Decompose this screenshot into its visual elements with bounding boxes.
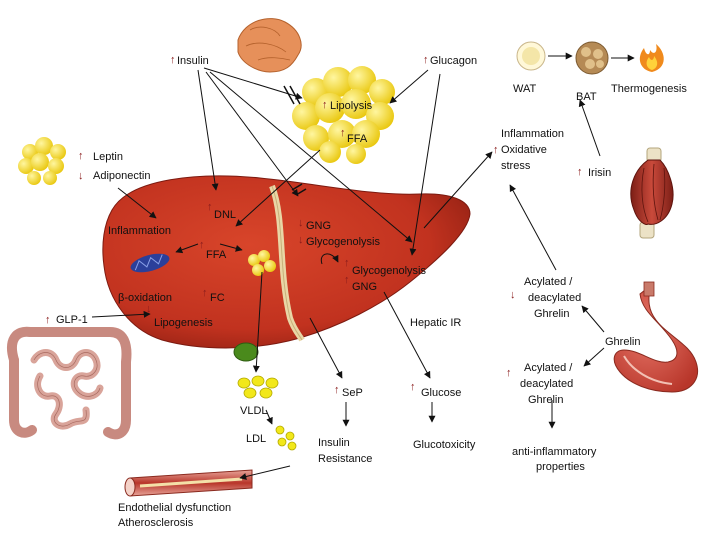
beta-oxidation-label: β-oxidation (118, 292, 172, 304)
adipose-cluster-icon (18, 137, 66, 185)
insulin-label: Insulin (177, 55, 209, 67)
ffa-liver-up-marker: ↑ (199, 239, 205, 251)
glucagon-up-marker: ↑ (423, 54, 429, 66)
acylated-top-line3: Ghrelin (534, 308, 569, 320)
hepatic-ir-label: Hepatic IR (410, 317, 461, 329)
irisin-up-marker: ↑ (577, 166, 583, 178)
thermogenesis-label: Thermogenesis (611, 83, 687, 95)
insulin-resistance-line2: Resistance (318, 453, 372, 465)
oxidative-up-marker: ↑ (493, 144, 499, 156)
anti-inflammatory-line2: properties (536, 461, 585, 473)
adiponectin-label: Adiponectin (93, 170, 151, 182)
wat-icon (516, 41, 546, 71)
dnl-up-marker: ↑ (207, 201, 213, 213)
lipogenesis-down-marker: ↓ (146, 303, 152, 315)
lipolysis-up-marker: ↑ (322, 99, 328, 111)
inflammation-oxidative-line1: Inflammation (501, 128, 564, 140)
acylated-top-down-marker: ↓ (510, 289, 516, 301)
liver-icon (102, 175, 471, 349)
mitochondrion-icon (130, 253, 170, 273)
leptin-up-marker: ↑ (78, 150, 84, 162)
gng-down-marker: ↓ (298, 217, 304, 229)
bat-label: BAT (576, 91, 597, 103)
ghrelin-label: Ghrelin (605, 336, 640, 348)
anti-inflammatory-line1: anti-inflammatory (512, 446, 597, 458)
gng-up-label: GNG (352, 281, 377, 293)
acylated-bottom-line1: Acylated / (524, 362, 573, 374)
inflammation-oxidative-line2: Oxidative (501, 144, 547, 156)
endothelial-line1: Endothelial dysfunction (118, 502, 231, 514)
muscle-icon (630, 147, 674, 239)
ffa-adipose-label: FFA (347, 133, 368, 145)
artery-icon (124, 469, 253, 497)
ldl-particles-icon (275, 425, 297, 451)
intestine-icon (7, 326, 132, 440)
glycogenolysis-down-label: Glycogenolysis (306, 236, 380, 248)
adiponectin-down-marker: ↓ (78, 170, 84, 182)
glycogenolysis-down-marker: ↓ (298, 234, 304, 246)
sep-up-marker: ↑ (334, 384, 340, 396)
adipose-cluster-icon (292, 66, 395, 164)
sep-label: SeP (342, 387, 363, 399)
irisin-label: Irisin (588, 167, 611, 179)
ffa-liver-label: FFA (206, 249, 227, 261)
leptin-label: Leptin (93, 151, 123, 163)
acylated-top-line1: Acylated / (524, 276, 573, 288)
glycogenolysis-up-marker: ↑ (344, 257, 350, 269)
gallbladder-icon (233, 342, 259, 362)
dnl-label: DNL (214, 209, 236, 221)
glp1-label: GLP-1 (56, 314, 88, 326)
gng-down-label: GNG (306, 220, 331, 232)
glucagon-label: Glucagon (430, 55, 477, 67)
acylated-bottom-up-marker: ↑ (506, 367, 512, 379)
pancreas-icon (237, 18, 302, 73)
glucose-up-marker: ↑ (410, 381, 416, 393)
bat-icon (575, 41, 609, 75)
wat-label: WAT (513, 83, 536, 95)
gng-up-marker: ↑ (344, 274, 350, 286)
endothelial-line2: Atherosclerosis (118, 517, 194, 529)
glp1-up-marker: ↑ (45, 314, 51, 326)
insulin-resistance-line1: Insulin (318, 437, 350, 449)
fat-droplet-icon (248, 250, 276, 276)
glucose-label: Glucose (421, 387, 461, 399)
fc-up-marker: ↑ (202, 287, 208, 299)
glucotoxicity-label: Glucotoxicity (413, 439, 476, 451)
vldl-particles-icon (237, 375, 279, 399)
arrows (91, 52, 635, 480)
flame-icon (639, 44, 664, 72)
ffa-adipose-up-marker: ↑ (340, 127, 346, 139)
acylated-top-line2: deacylated (528, 292, 581, 304)
acylated-bottom-line2: deacylated (520, 378, 573, 390)
fc-label: FC (210, 292, 225, 304)
stomach-icon (613, 281, 698, 393)
lipolysis-label: Lipolysis (330, 100, 373, 112)
inflammation-liver-label: Inflammation (108, 225, 171, 237)
insulin-up-marker: ↑ (170, 54, 176, 66)
ldl-label: LDL (246, 433, 266, 445)
acylated-bottom-line3: Ghrelin (528, 394, 563, 406)
lipogenesis-label: Lipogenesis (154, 317, 213, 329)
inflammation-oxidative-line3: stress (501, 160, 531, 172)
glycogenolysis-up-label: Glycogenolysis (352, 265, 426, 277)
vldl-label: VLDL (240, 405, 268, 417)
